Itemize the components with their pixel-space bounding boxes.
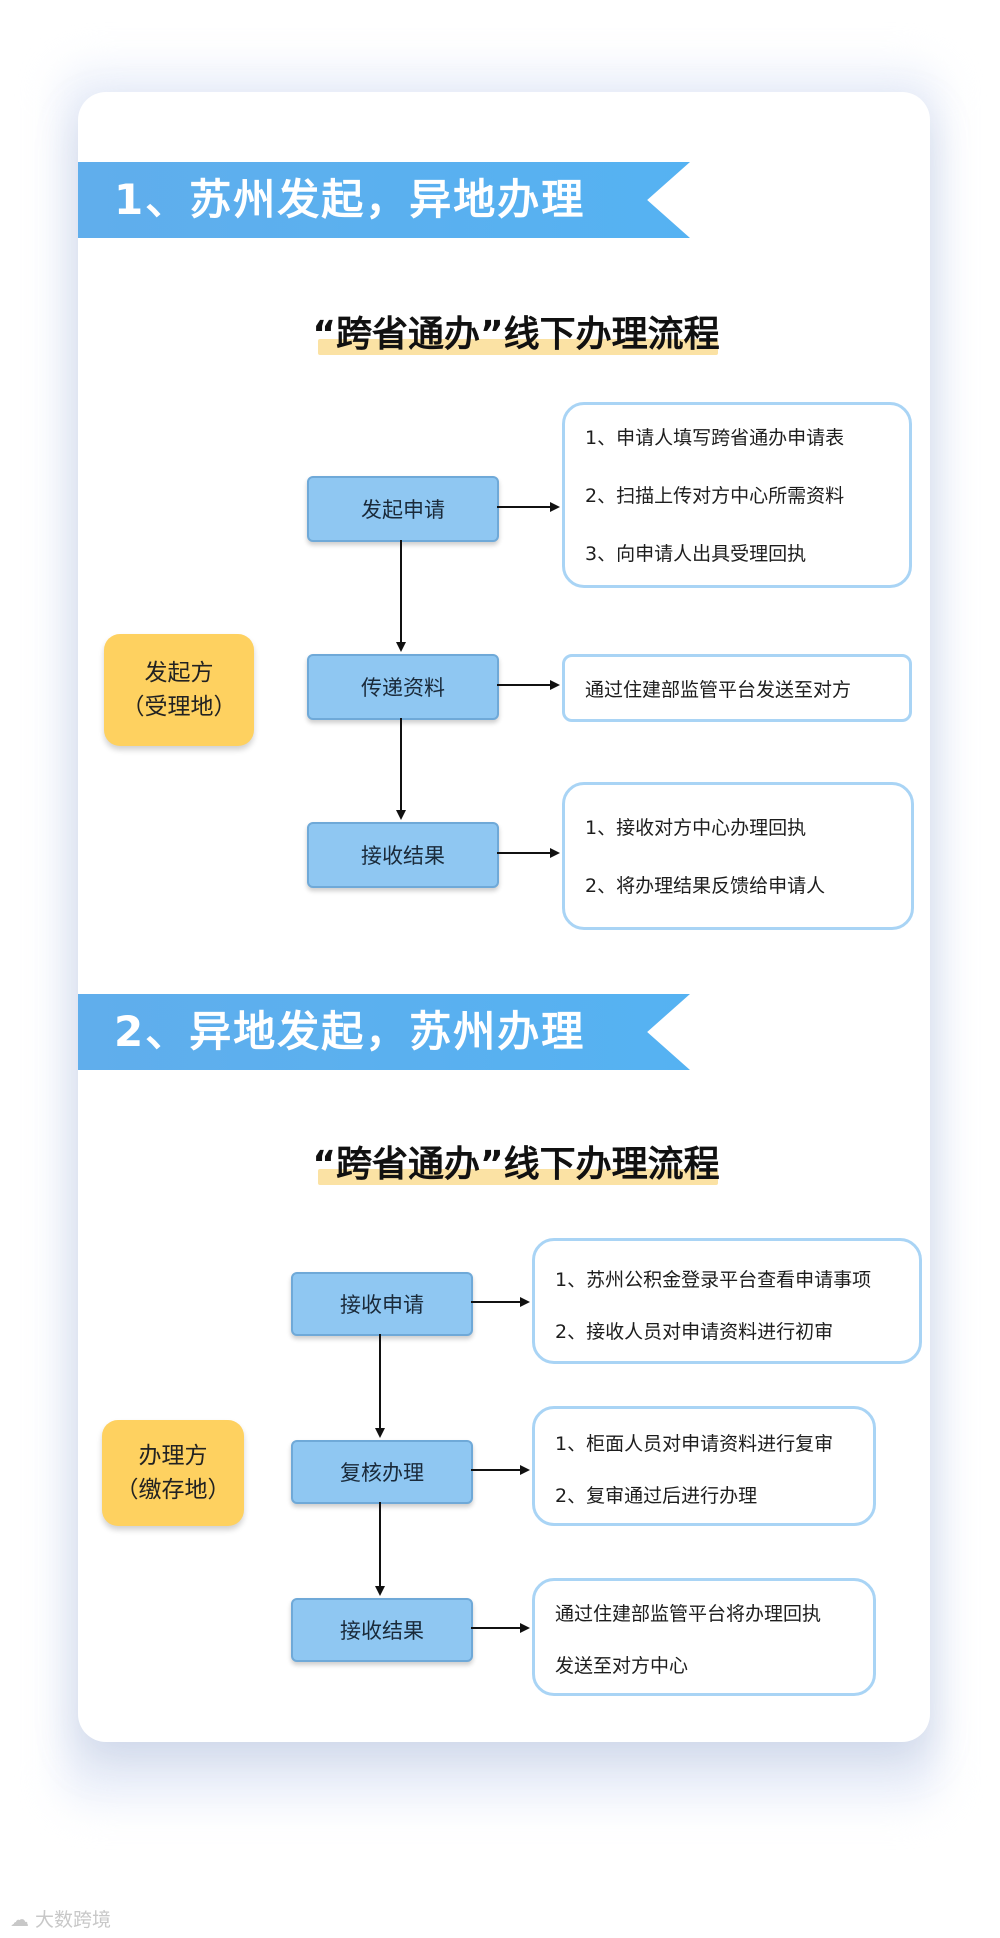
subtitle-highlight (318, 339, 718, 355)
note-line: 1、申请人填写跨省通办申请表 (585, 427, 845, 449)
note-line: 2、将办理结果反馈给申请人 (585, 875, 826, 897)
notes-receive: 1、接收对方中心办理回执 2、将办理结果反馈给申请人 (562, 782, 914, 930)
note-line: 通过住建部监管平台将办理回执 (555, 1603, 822, 1625)
section2-banner: 2、异地发起，苏州办理 (78, 994, 690, 1070)
note-line: 发送至对方中心 (555, 1655, 689, 1677)
role-note: （受理地） (121, 694, 237, 720)
step-review-process: 复核办理 (291, 1440, 473, 1504)
note-line: 2、复审通过后进行办理 (555, 1485, 758, 1507)
section2-subtitle-text: “跨省通办”线下办理流程 (312, 1144, 720, 1185)
step-initiate-application: 发起申请 (307, 476, 499, 542)
notes-initiate: 1、申请人填写跨省通办申请表 2、扫描上传对方中心所需资料 3、向申请人出具受理… (562, 402, 912, 588)
note-line: 1、苏州公积金登录平台查看申请事项 (555, 1269, 872, 1291)
step-receive-result: 接收结果 (307, 822, 499, 888)
section2-role-box: 办理方 （缴存地） (102, 1420, 244, 1526)
note-line: 通过住建部监管平台发送至对方 (585, 679, 852, 701)
section2-heading: 2、异地发起，苏州办理 (114, 1007, 586, 1056)
notes-transfer: 通过住建部监管平台发送至对方 (562, 654, 912, 722)
watermark: ☁︎ 大数跨境 (10, 1905, 111, 1932)
note-line: 1、接收对方中心办理回执 (585, 817, 807, 839)
note-line: 3、向申请人出具受理回执 (585, 543, 807, 565)
watermark-text: 大数跨境 (35, 1909, 112, 1931)
role-note: （缴存地） (115, 1477, 231, 1503)
note-line: 2、扫描上传对方中心所需资料 (585, 485, 845, 507)
subtitle-highlight (318, 1169, 718, 1185)
section1-role-box: 发起方 （受理地） (104, 634, 254, 746)
section1-heading: 1、苏州发起，异地办理 (114, 175, 586, 224)
step-transfer-documents: 传递资料 (307, 654, 499, 720)
note-line: 1、柜面人员对申请资料进行复审 (555, 1433, 834, 1455)
section1-subtitle: “跨省通办”线下办理流程 (306, 305, 726, 357)
notes-review: 1、柜面人员对申请资料进行复审 2、复审通过后进行办理 (532, 1406, 876, 1526)
section1-subtitle-text: “跨省通办”线下办理流程 (312, 314, 720, 355)
notes-receive-result: 通过住建部监管平台将办理回执 发送至对方中心 (532, 1578, 876, 1696)
note-line: 2、接收人员对申请资料进行初审 (555, 1321, 834, 1343)
notes-receive-application: 1、苏州公积金登录平台查看申请事项 2、接收人员对申请资料进行初审 (532, 1238, 922, 1364)
role-name: 发起方 (144, 660, 214, 686)
section1-banner: 1、苏州发起，异地办理 (78, 162, 690, 238)
step-receive-result-2: 接收结果 (291, 1598, 473, 1662)
section2-subtitle: “跨省通办”线下办理流程 (306, 1135, 726, 1187)
step-receive-application: 接收申请 (291, 1272, 473, 1336)
role-name: 办理方 (138, 1443, 208, 1469)
watermark-icon: ☁︎ (10, 1909, 29, 1931)
